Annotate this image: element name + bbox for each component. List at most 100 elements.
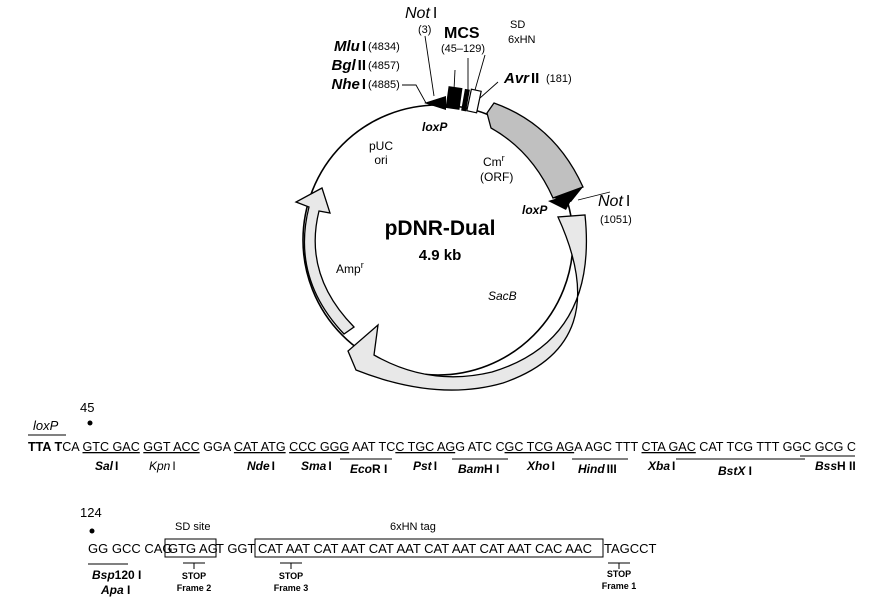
not-top-leader xyxy=(424,35,435,97)
sacb-arrow xyxy=(347,214,588,391)
sd2-leader xyxy=(474,54,486,91)
bstx-i-label: BstX I xyxy=(718,464,752,478)
not-right-leader xyxy=(577,191,611,201)
restriction-site-seq: GGT ACC xyxy=(143,439,199,454)
mcs-stripe xyxy=(461,88,470,112)
loxp-top-label: loxP xyxy=(422,120,448,134)
loxp-seq-label: loxP xyxy=(33,418,59,433)
seq1-start-number: 45 xyxy=(80,400,94,415)
plasmid-size: 4.9 kb xyxy=(419,247,462,264)
6xhn-label: 6xHN xyxy=(508,34,536,46)
stop-frame-2: STOP Frame 2 xyxy=(177,562,212,593)
bamhi-label: BamH I xyxy=(458,462,499,476)
sd-box xyxy=(466,88,482,114)
restriction-site-seq: C TGC AG xyxy=(395,439,455,454)
stop-frame-1: STOP Frame 1 xyxy=(602,562,637,591)
stop-frame-2-label: STOP xyxy=(182,571,206,581)
sd-site-label: SD site xyxy=(175,521,210,533)
seq1-start-dot xyxy=(87,420,93,426)
seq-segment: CA xyxy=(62,439,82,454)
sequence-line-1: 45 loxP TTA TCA GTC GAC GGT ACC GGA CAT … xyxy=(28,400,856,478)
seq2-seg-sd: GTG AG xyxy=(168,541,218,556)
nhe-position: (4885) xyxy=(368,79,400,91)
nhe-leader xyxy=(402,84,427,104)
restriction-site-seq: GTC GAC xyxy=(83,439,140,454)
bsp120i-label: Bsp120 I xyxy=(92,568,141,582)
seq-segment: AAT TC xyxy=(349,439,395,454)
not-right-position: (1051) xyxy=(600,214,632,226)
6xhn-tag-box xyxy=(254,538,604,558)
seq2-start-dot xyxy=(89,528,95,534)
sd-site-box xyxy=(164,538,217,558)
mcs-cassette xyxy=(424,86,482,114)
seq-segment: A AGC TTT xyxy=(574,439,638,454)
sd-label: SD xyxy=(510,19,525,31)
loxp-right-marker xyxy=(548,193,575,210)
restriction-site-seq: GC TCG AG xyxy=(505,439,575,454)
mcs-range: (45–129) xyxy=(441,43,485,55)
ampr-arrow xyxy=(294,187,356,335)
apa-i-label: Apa I xyxy=(100,583,130,597)
seq-segment: GGA xyxy=(200,439,234,454)
label-leaders xyxy=(402,35,611,201)
ecori-label: EcoR I xyxy=(350,462,387,476)
seq2-seg-b: T GGT xyxy=(216,541,256,556)
stop-frame-3: STOP Frame 3 xyxy=(274,562,309,593)
restriction-site-seq: CCC GGG xyxy=(289,439,349,454)
seq2-seg-c: TAGCCT xyxy=(604,541,657,556)
seq2-start-number: 124 xyxy=(80,505,102,520)
plasmid-name: pDNR-Dual xyxy=(385,217,496,240)
seq-segment: CAT TCG TTT GGC GCG C xyxy=(696,439,856,454)
stop-frame-2-frame: Frame 2 xyxy=(177,583,212,593)
bsshii-label: BssH II xyxy=(815,459,856,473)
stop-frame-1-frame: Frame 1 xyxy=(602,581,637,591)
seq2-seg-a: GG GCC CAG xyxy=(88,541,173,556)
puc-label: pUC xyxy=(369,139,393,153)
avr-position: (181) xyxy=(546,73,572,85)
mlu-position: (4834) xyxy=(368,41,400,53)
ori-label: ori xyxy=(374,153,387,167)
seq2-bases: GG GCC CAG GTG AG T GGT CAT AAT CAT AAT … xyxy=(88,541,657,556)
stop-frame-3-frame: Frame 3 xyxy=(274,583,309,593)
seq2-seg-tag: CAT AAT CAT AAT CAT AAT CAT AAT CAT AAT … xyxy=(258,541,592,556)
restriction-site-seq: CAT ATG xyxy=(234,439,286,454)
sequence-line-2: 124 SD site 6xHN tag GG GCC CAG GTG AG T… xyxy=(80,505,657,597)
ampr-label: Ampr xyxy=(336,260,364,276)
cmr-arrow xyxy=(486,102,584,199)
bgl-position: (4857) xyxy=(368,60,400,72)
seq1-bases: TTA TCA GTC GAC GGT ACC GGA CAT ATG CCC … xyxy=(28,439,856,454)
not-top-position: (3) xyxy=(418,24,431,36)
stop-frame-3-label: STOP xyxy=(279,571,303,581)
sacb-label: SacB xyxy=(488,289,517,303)
loxp-right-label: loxP xyxy=(522,203,548,217)
seq-segment: TTA T xyxy=(28,439,62,454)
cmr-orf-label: (ORF) xyxy=(480,170,513,184)
avr-leader xyxy=(479,81,499,99)
restriction-site-seq: CTA GAC xyxy=(642,439,696,454)
loxp-top-marker xyxy=(424,96,446,110)
cmr-label: Cmr xyxy=(483,153,505,169)
seq-segment: G ATC C xyxy=(455,439,504,454)
seq1-enzyme-bars xyxy=(340,455,855,460)
mcs-block xyxy=(445,86,463,110)
mcs-leader xyxy=(453,69,456,91)
stop-frame-1-label: STOP xyxy=(607,569,631,579)
mcs-title: MCS xyxy=(444,25,480,42)
6xhn-tag-label: 6xHN tag xyxy=(390,521,436,533)
